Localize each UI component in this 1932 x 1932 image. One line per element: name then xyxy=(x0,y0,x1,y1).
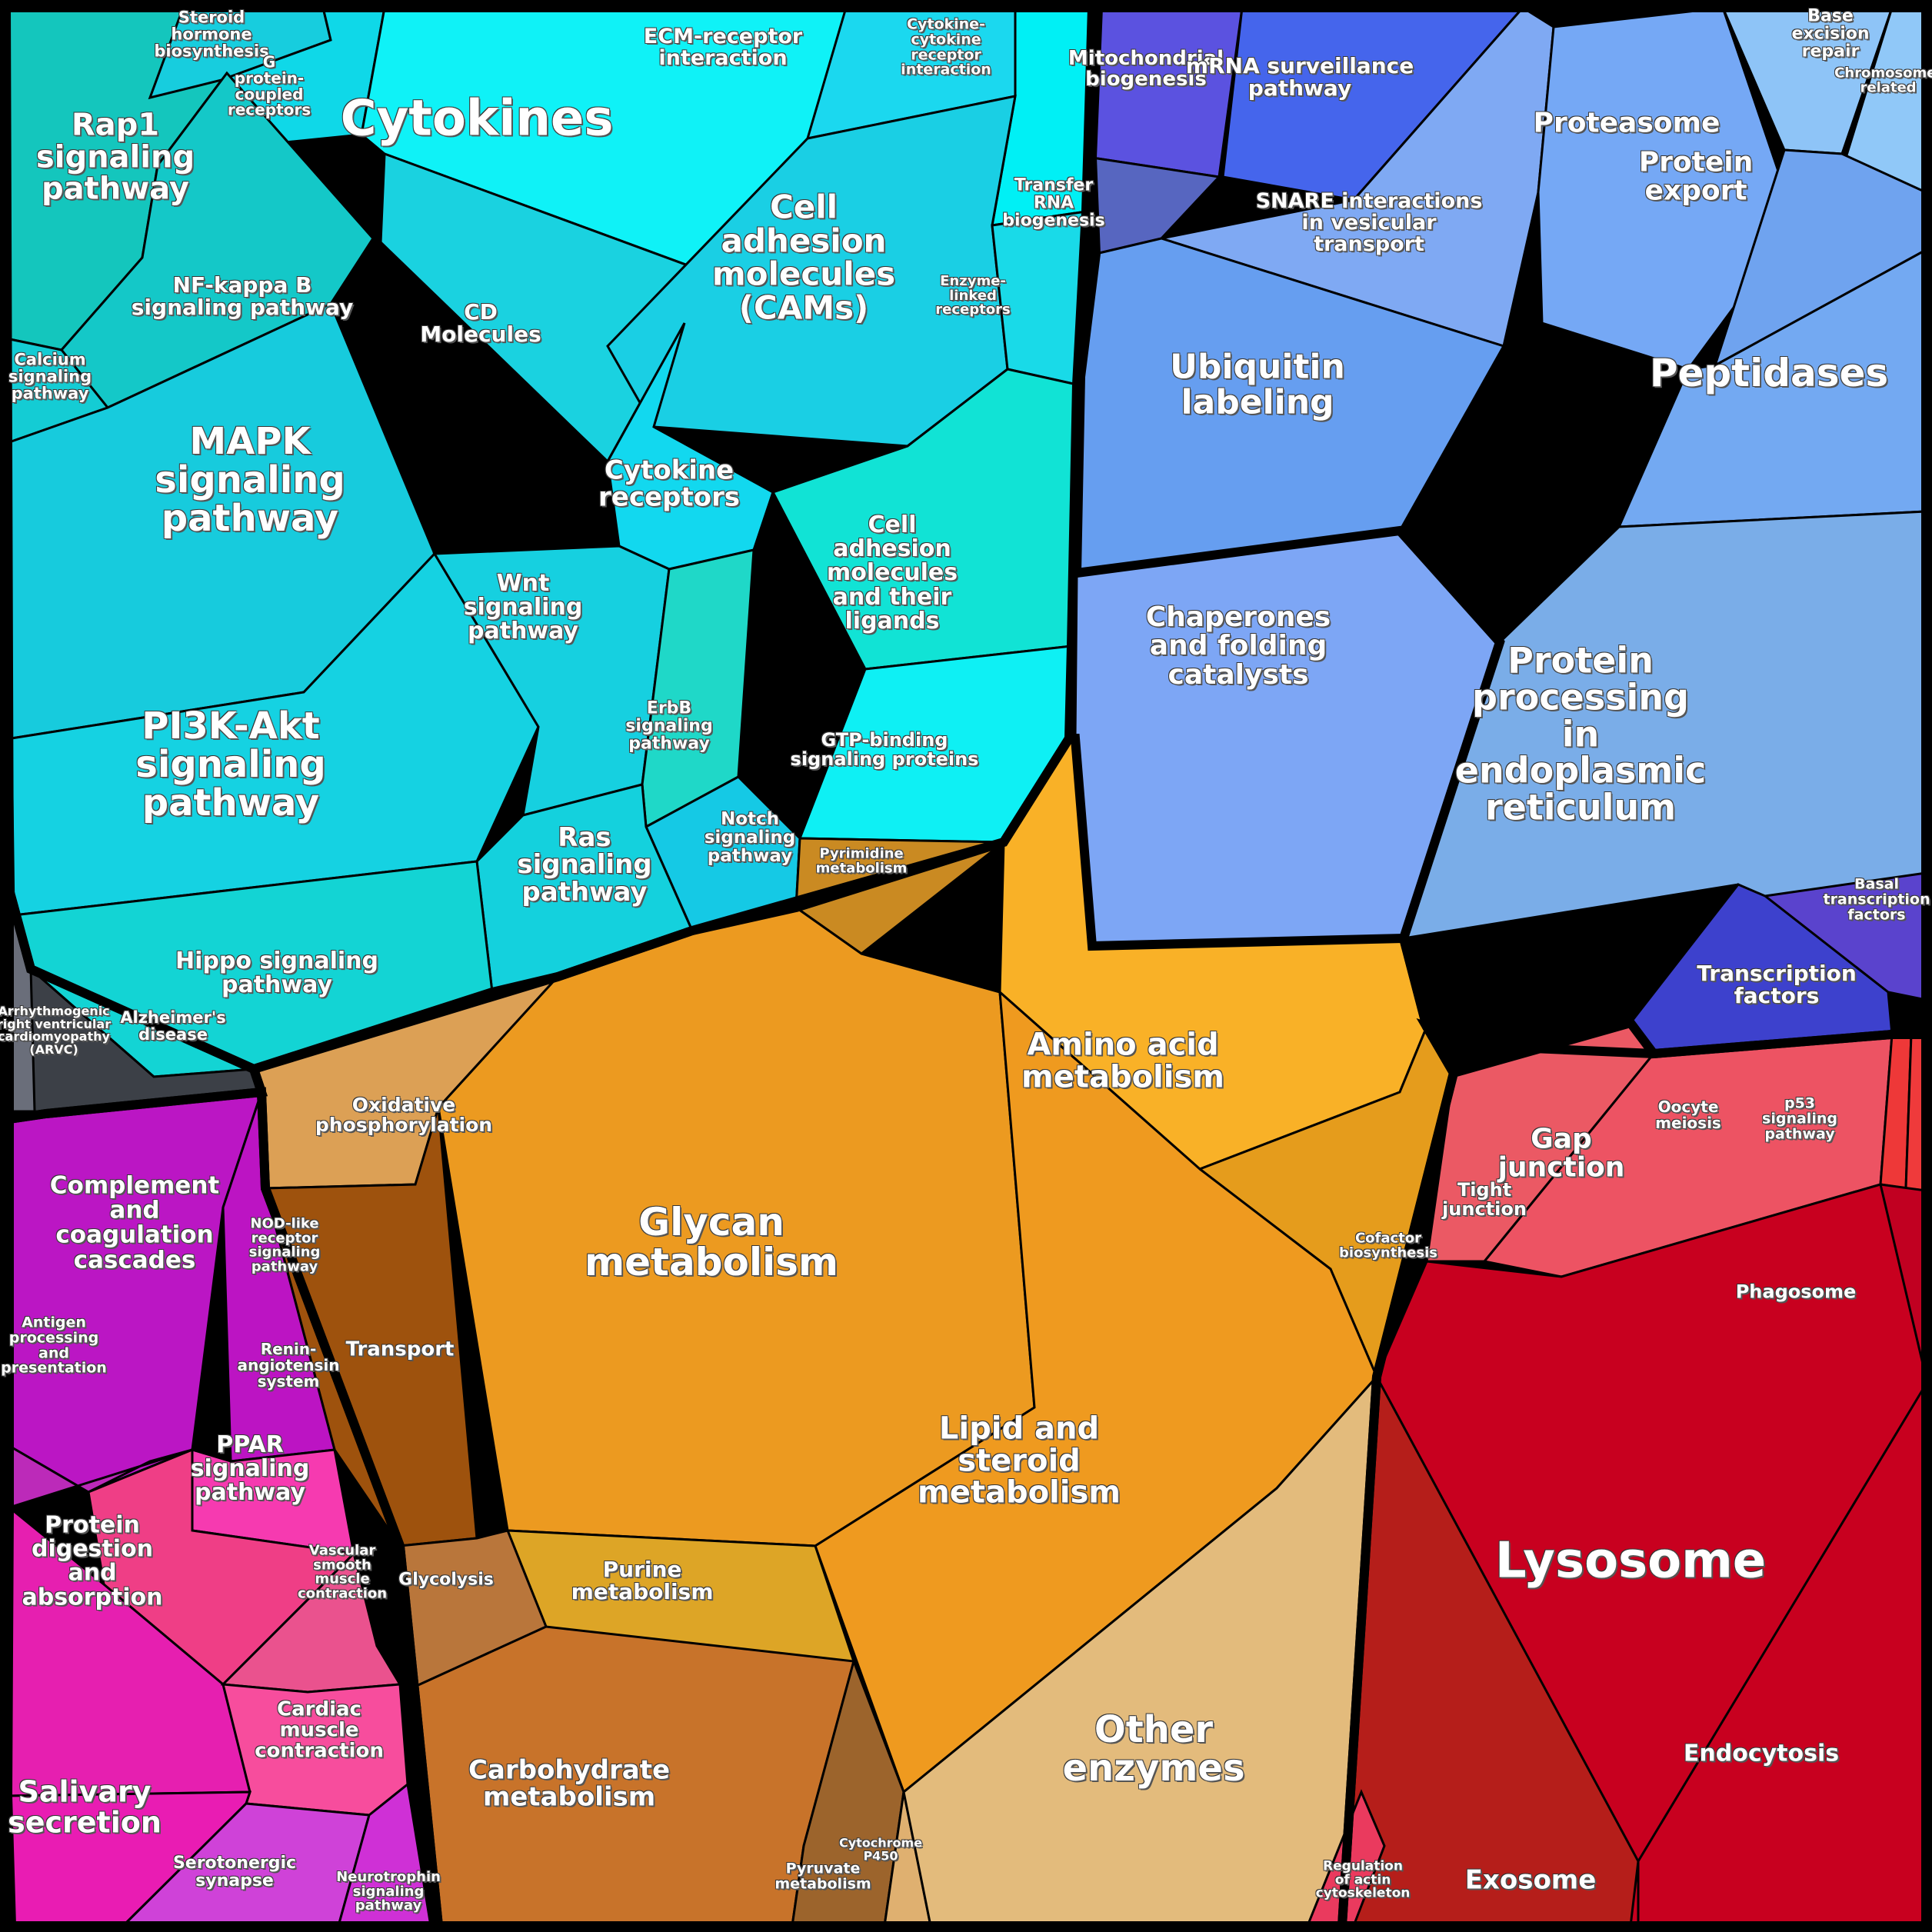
treemap-cell-cardiac[interactable] xyxy=(222,1683,409,1817)
treemap-cell-complement[interactable] xyxy=(8,1091,264,1494)
treemap-cell-enzyme-linked[interactable] xyxy=(991,210,1088,386)
treemap-cell-carbohydrate[interactable] xyxy=(410,1625,855,1927)
cell-polygons xyxy=(5,6,1927,1927)
treemap-cell-mito-bio[interactable] xyxy=(1091,6,1244,178)
